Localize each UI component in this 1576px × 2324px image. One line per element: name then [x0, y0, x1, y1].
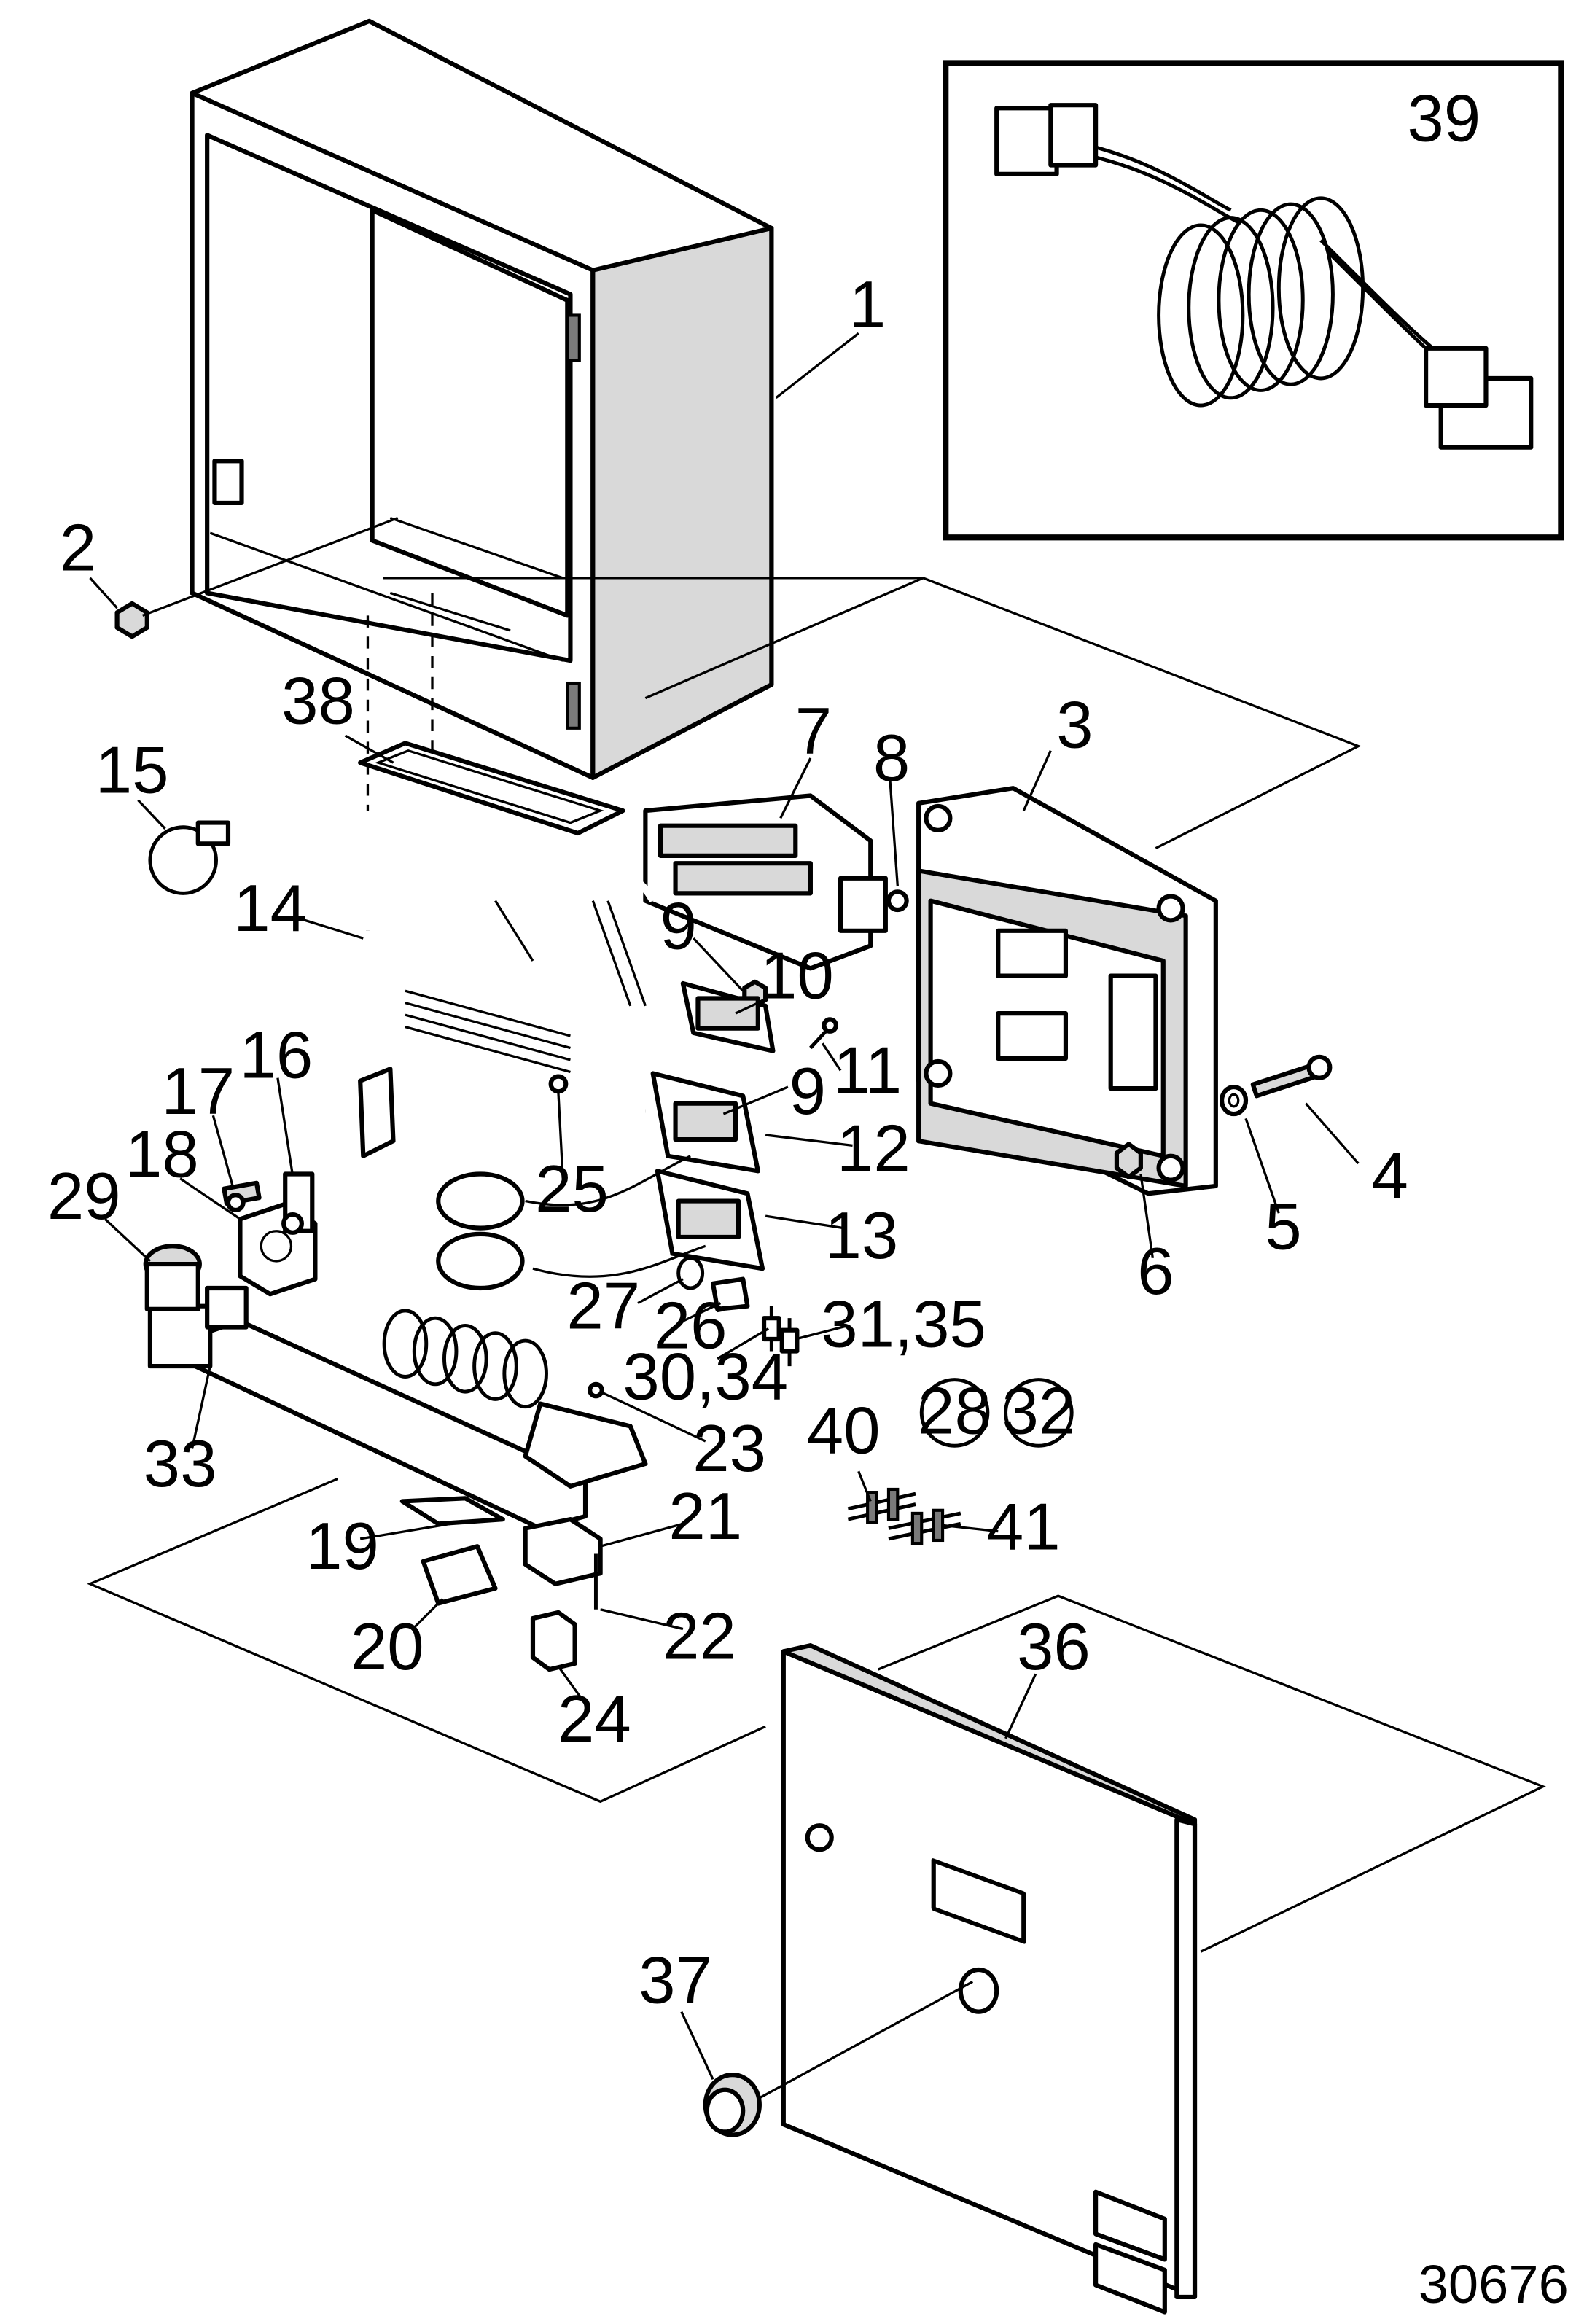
connector-upper: [650, 1071, 760, 1174]
terminal-clip: [421, 1544, 498, 1606]
callout-1: 1: [849, 268, 886, 342]
callout-24: 24: [558, 1682, 631, 1756]
leader-lines: [89, 332, 1360, 2081]
callout-15: 15: [95, 733, 169, 807]
callout-37: 37: [639, 1943, 712, 2017]
callout-6: 6: [1137, 1235, 1174, 1309]
bracket: [281, 1171, 315, 1235]
callout-28: 28: [918, 1375, 991, 1448]
nut-lower: [1114, 1142, 1143, 1179]
callout-38: 38: [281, 665, 355, 738]
nut: [114, 516, 399, 639]
callout-4: 4: [1371, 1139, 1408, 1212]
terminal-block: [643, 793, 909, 971]
callout-14: 14: [233, 872, 307, 945]
wiring-harness: [358, 867, 706, 1411]
callout-circle-28: [919, 1378, 990, 1448]
callout-26: 26: [654, 1289, 727, 1362]
callout-25: 25: [535, 1153, 609, 1226]
hose-clamp: [148, 820, 231, 895]
fuse-pair: [761, 1306, 800, 1367]
screw: [1250, 1054, 1333, 1099]
callout-10: 10: [760, 940, 834, 1013]
callout-17: 17: [161, 1055, 235, 1128]
callout-16: 16: [239, 1019, 313, 1093]
connector-lower: [655, 1169, 765, 1271]
control-unit-ecu: [916, 786, 1218, 1196]
gasket: [358, 741, 625, 836]
callout-23: 23: [693, 1412, 766, 1486]
callout-13: 13: [825, 1199, 899, 1273]
callout-41: 41: [987, 1490, 1061, 1564]
washer: [1219, 1084, 1249, 1117]
callout-5: 5: [1265, 1190, 1301, 1263]
callout-33: 33: [144, 1427, 217, 1501]
callout-39: 39: [1407, 82, 1481, 156]
callout-29: 29: [47, 1160, 121, 1233]
callout-12: 12: [837, 1112, 910, 1185]
callout-36: 36: [1017, 1610, 1091, 1684]
callout-7: 7: [795, 695, 832, 768]
callout-2: 2: [60, 512, 96, 585]
figure-number: 30676: [1419, 2254, 1569, 2315]
callout-27: 27: [566, 1270, 640, 1344]
callout-40: 40: [807, 1395, 881, 1468]
callout-19: 19: [305, 1510, 379, 1583]
callout-9b: 9: [789, 1055, 826, 1128]
callout-11: 11: [833, 1034, 902, 1107]
callout-circle-32: [1004, 1378, 1074, 1448]
plug: [530, 1610, 577, 1672]
cabinet-enclosure: [190, 18, 774, 780]
callout-18: 18: [125, 1118, 199, 1192]
diode-set: [847, 1487, 961, 1545]
callout-3: 3: [1056, 689, 1093, 763]
callout-32: 32: [1002, 1375, 1075, 1448]
callout-8: 8: [873, 722, 910, 795]
cover-plate: [399, 1496, 505, 1526]
receptacle: [523, 1517, 603, 1586]
door-knob: [703, 1981, 974, 2137]
callout-22: 22: [663, 1600, 736, 1674]
callout-20: 20: [351, 1610, 424, 1684]
push-button: [143, 1244, 249, 1330]
callout-30-34: 30,34: [623, 1340, 788, 1413]
door-panel: [781, 1643, 1198, 2315]
callout-31-35: 31,35: [821, 1287, 986, 1361]
callout-21: 21: [668, 1480, 742, 1553]
callout-9a: 9: [660, 890, 696, 964]
cable-inset: [943, 60, 1564, 541]
callout-labels: 1 2 3 4 5 6 7 8 9 9 10 11 12 13 14 15 16…: [47, 82, 1569, 2315]
relay-module: [680, 980, 776, 1053]
